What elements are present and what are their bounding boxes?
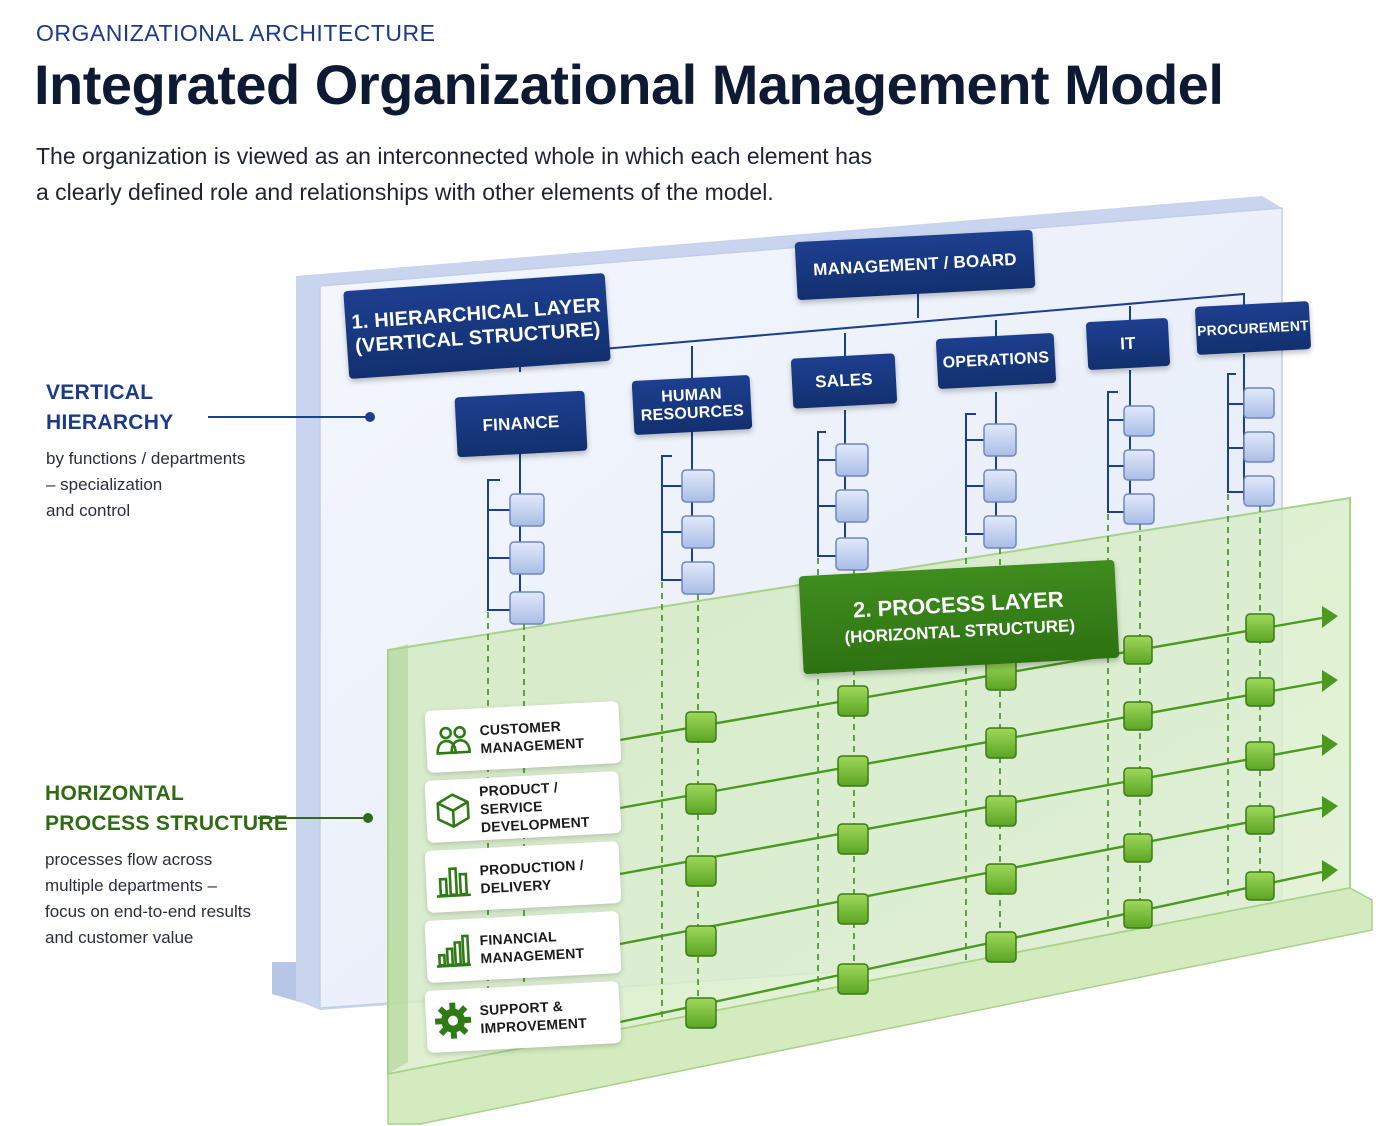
process-node [1123,833,1153,863]
process-flows [619,606,1338,1024]
process-node [985,727,1017,759]
process-node [837,963,869,995]
process-node [1245,741,1275,771]
page-title: Integrated Organizational Management Mod… [34,53,1224,116]
process-node [685,711,717,743]
subunit-node [681,561,715,595]
subunit-node [1243,387,1275,419]
bar-chart-icon [425,852,482,909]
node-procurement-label: PROCUREMENT [1196,317,1310,339]
node-finance-label: FINANCE [482,411,560,436]
process-card-product-development: PRODUCT / SERVICE DEVELOPMENT [424,770,622,844]
callout-desc-line: by functions / departments [46,449,246,468]
subunit-node [509,493,545,527]
node-sales-label: SALES [814,369,874,392]
process-node [1123,899,1153,929]
process-node [1245,613,1275,643]
subunit-node [1243,475,1275,507]
process-card-customer-management: CUSTOMER MANAGEMENT [424,700,622,774]
flow-arrow [1322,670,1338,692]
eyebrow-label: ORGANIZATIONAL ARCHITECTURE [36,20,436,46]
flow-arrow [1322,796,1338,818]
process-node [837,893,869,925]
hierarchy-layer-label: 1. HIERARCHICAL LAYER (VERTICAL STRUCTUR… [343,272,611,380]
vertical-hierarchy-callout: VERTICAL HIERARCHY by functions / depart… [46,378,286,524]
process-node [685,925,717,957]
node-finance: FINANCE [454,390,588,458]
process-node [985,863,1017,895]
process-node [985,659,1017,691]
process-node [685,855,717,887]
process-node [685,783,717,815]
callout-desc-line: processes flow across [45,850,213,869]
cube-icon [425,782,482,839]
process-node [1245,805,1275,835]
node-operations: OPERATIONS [935,332,1057,390]
subunit-node [1243,431,1275,463]
subunit-node [983,515,1017,549]
subunit-node [681,515,715,549]
callout-pointers [208,412,375,823]
flow-arrow [1322,606,1338,628]
subunit-node [509,541,545,575]
process-node [1123,701,1153,731]
hierarchy-subunits [509,387,1275,625]
flow-arrow [1322,860,1338,882]
process-node [1245,871,1275,901]
subunit-node [983,423,1017,457]
page-subtitle: The organization is viewed as an interco… [36,143,873,205]
subunit-node [1123,493,1155,525]
node-management-board: MANAGEMENT / BOARD [794,229,1036,301]
node-it-label: IT [1119,333,1137,354]
flow-arrow [1322,734,1338,756]
process-layer-label: 2. PROCESS LAYER (HORIZONTAL STRUCTURE) [798,559,1120,675]
callout-desc-line: multiple departments – [45,876,217,895]
callout-title-line: HORIZONTAL [45,782,185,805]
process-node [1123,767,1153,797]
process-node [837,823,869,855]
growth-chart-icon [425,922,482,979]
process-node [837,685,869,717]
callout-title-line: HIERARCHY [46,411,174,434]
process-node [1123,635,1153,665]
subunit-node [1123,449,1155,481]
process-nodes [685,613,1275,1029]
process-node [985,795,1017,827]
callout-desc-line: focus on end-to-end results [45,902,252,921]
people-icon [425,712,482,769]
process-node [985,931,1017,963]
subunit-node [681,469,715,503]
process-node [1245,677,1275,707]
process-card-support-improvement: SUPPORT & IMPROVEMENT [424,980,622,1054]
node-operations-label: OPERATIONS [942,349,1050,372]
subunit-node [835,443,869,477]
subunit-node [1123,405,1155,437]
node-it: IT [1085,317,1171,371]
subunit-node [835,489,869,523]
callout-desc-line: – specialization [46,475,163,494]
process-node [837,755,869,787]
process-card-production-delivery: PRODUCTION / DELIVERY [424,840,622,914]
horizontal-process-callout: HORIZONTAL PROCESS STRUCTURE processes f… [45,779,305,951]
subunit-node [509,591,545,625]
process-node [685,997,717,1029]
callout-desc-line: and control [46,501,131,520]
node-procurement: PROCUREMENT [1194,301,1312,355]
node-human-resources: HUMAN RESOURCES [631,374,753,436]
process-card-financial-management: FINANCIAL MANAGEMENT [424,910,622,984]
subunit-node [835,537,869,571]
callout-title-line: PROCESS STRUCTURE [45,812,289,835]
node-sales: SALES [790,353,898,409]
subunit-node [983,469,1017,503]
callout-desc-line: and customer value [45,928,194,947]
node-management-board-label: MANAGEMENT / BOARD [812,249,1018,280]
callout-title-line: VERTICAL [46,381,154,404]
gear-icon [425,992,482,1049]
